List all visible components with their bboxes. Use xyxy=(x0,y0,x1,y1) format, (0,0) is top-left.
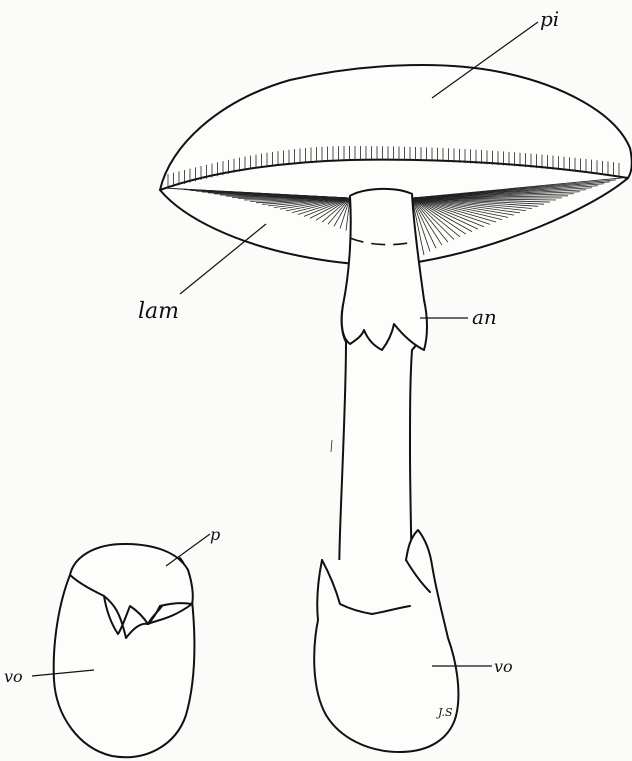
label-volva-right: vo xyxy=(494,657,513,676)
label-lamellae: lam xyxy=(138,299,179,324)
label-volva-left: vo xyxy=(4,667,23,686)
artist-signature: J.S xyxy=(436,706,453,719)
leader-lam xyxy=(180,224,266,294)
stem-shading xyxy=(331,440,332,452)
young-mushroom xyxy=(54,544,195,757)
label-pileus: pi xyxy=(540,7,559,31)
volva-right-outline xyxy=(314,530,458,752)
label-annulus: an xyxy=(472,305,497,329)
label-pileus-young: p xyxy=(210,525,220,544)
leader-p xyxy=(166,534,210,566)
volva-right xyxy=(314,530,458,752)
